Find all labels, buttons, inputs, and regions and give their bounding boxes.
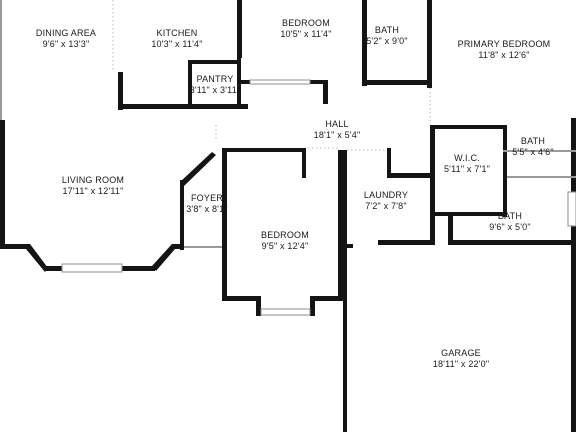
room-name: BATH bbox=[520, 136, 546, 146]
wall bbox=[184, 246, 222, 248]
room-name: BEDROOM bbox=[282, 18, 330, 28]
room-name: W.I.C. bbox=[454, 153, 480, 163]
room-dimensions: 9'5" x 12'4" bbox=[261, 241, 309, 251]
room-name: BATH bbox=[374, 25, 400, 35]
wall bbox=[387, 148, 391, 178]
room-dimensions: 17'11" x 12'11" bbox=[62, 186, 124, 196]
room-label-wic: W.I.C. 5'11" x 7'1" bbox=[444, 153, 490, 175]
wall bbox=[0, 244, 48, 272]
wall bbox=[180, 180, 184, 250]
window bbox=[61, 263, 123, 273]
wall bbox=[571, 118, 576, 432]
room-label-dining-area: DINING AREA 9'6" x 13'3" bbox=[36, 28, 96, 50]
wall bbox=[507, 176, 576, 178]
wall bbox=[362, 0, 367, 86]
wall bbox=[435, 125, 507, 129]
room-name: GARAGE bbox=[441, 348, 481, 358]
room-name: PRIMARY BEDROOM bbox=[457, 39, 551, 49]
room-label-laundry: LAUNDRY 7'2" x 7'8" bbox=[364, 190, 408, 212]
room-dimensions: 5'2" x 9'0" bbox=[366, 36, 408, 46]
room-name: BATH bbox=[497, 211, 523, 221]
room-dimensions: 3'8" x 8'1" bbox=[186, 204, 228, 214]
doors bbox=[112, 0, 431, 151]
wall bbox=[237, 0, 242, 58]
room-dimensions: 10'5" x 11'4" bbox=[280, 29, 332, 39]
wall bbox=[338, 150, 343, 300]
wall bbox=[0, 0, 2, 120]
wall bbox=[448, 212, 453, 245]
room-dimensions: 11'8" x 12'6" bbox=[478, 50, 530, 60]
room-label-bedroom-north: BEDROOM 10'5" x 11'4" bbox=[280, 18, 331, 40]
wall bbox=[152, 244, 184, 271]
room-label-bath-east: BATH 9'6" x 5'0" bbox=[489, 211, 531, 233]
wall bbox=[435, 212, 507, 216]
room-name: KITCHEN bbox=[156, 28, 198, 38]
room-dimensions: 9'6" x 13'3" bbox=[42, 39, 90, 49]
wall bbox=[302, 148, 306, 178]
room-dimensions: 9'6" x 5'0" bbox=[489, 222, 531, 232]
wall bbox=[118, 72, 123, 110]
wall bbox=[237, 56, 241, 108]
window bbox=[567, 191, 576, 227]
room-name: FOYER bbox=[190, 193, 223, 203]
room-label-primary-bedroom: PRIMARY BEDROOM 11'8" x 12'6" bbox=[458, 39, 551, 61]
room-dimensions: 18'11" x 22'0" bbox=[432, 359, 490, 369]
room-name: DINING AREA bbox=[35, 28, 97, 38]
room-label-bedroom-south: BEDROOM 9'5" x 12'4" bbox=[261, 230, 309, 252]
thin-walls bbox=[0, 0, 576, 248]
wall bbox=[453, 240, 576, 245]
room-dimensions: 7'2" x 7'8" bbox=[365, 201, 407, 211]
wall bbox=[367, 80, 427, 85]
windows bbox=[61, 79, 576, 316]
room-name: LAUNDRY bbox=[363, 190, 409, 200]
wall bbox=[323, 80, 328, 104]
wall bbox=[118, 104, 248, 109]
room-dimensions: 10'3" x 11'4" bbox=[151, 39, 203, 49]
room-label-foyer: FOYER 3'8" x 8'1" bbox=[186, 193, 228, 215]
wall bbox=[430, 125, 435, 245]
wall bbox=[503, 125, 507, 217]
room-label-bath-north: BATH 5'2" x 9'0" bbox=[366, 25, 408, 47]
room-name: HALL bbox=[325, 119, 349, 129]
wall bbox=[222, 148, 306, 152]
wall bbox=[310, 296, 344, 301]
room-label-hall: HALL 18'1" x 5'4" bbox=[314, 119, 361, 141]
window bbox=[260, 308, 311, 316]
room-dimensions: 5'11" x 7'1" bbox=[443, 164, 491, 174]
wall bbox=[188, 60, 192, 109]
room-dimensions: 5'5" x 4'6" bbox=[512, 147, 554, 157]
wall bbox=[343, 244, 353, 248]
wall bbox=[503, 150, 576, 152]
wall bbox=[378, 240, 435, 245]
wall bbox=[387, 173, 430, 178]
room-dimensions: 18'1" x 5'4" bbox=[313, 130, 361, 140]
room-name: LIVING ROOM bbox=[61, 175, 125, 185]
wall bbox=[188, 60, 238, 64]
wall bbox=[180, 152, 216, 186]
room-label-kitchen: KITCHEN 10'3" x 11'4" bbox=[151, 28, 202, 50]
room-dimensions: 3'11" x 3'11" bbox=[189, 85, 241, 95]
wall bbox=[310, 296, 315, 316]
room-label-living-room: LIVING ROOM 17'11" x 12'11" bbox=[62, 175, 124, 197]
wall bbox=[0, 120, 5, 248]
room-label-pantry: PANTRY 3'11" x 3'11" bbox=[190, 74, 241, 96]
room-label-garage: GARAGE 18'11" x 22'0" bbox=[433, 348, 490, 370]
wall bbox=[343, 150, 347, 432]
window bbox=[249, 79, 311, 85]
wall bbox=[427, 0, 432, 88]
room-label-bath-primary: BATH 5'5" x 4'6" bbox=[512, 136, 554, 158]
wall bbox=[222, 148, 227, 300]
room-name: BEDROOM bbox=[261, 230, 309, 240]
wall bbox=[222, 296, 260, 301]
wall bbox=[256, 296, 261, 316]
room-name: PANTRY bbox=[196, 74, 234, 84]
